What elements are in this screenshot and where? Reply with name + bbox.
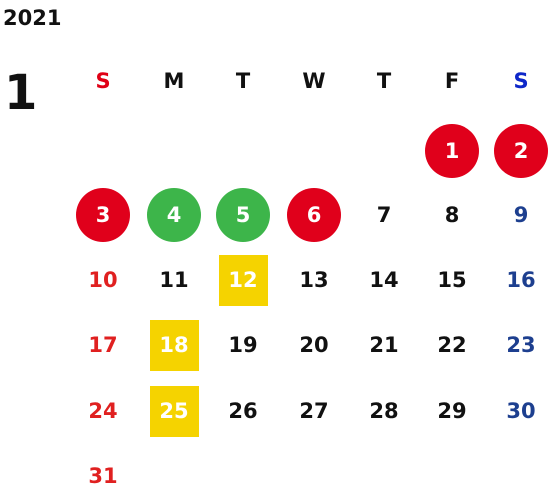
day-cell-9[interactable]: 9 [491, 189, 548, 241]
day-cell-14[interactable]: 14 [354, 254, 414, 306]
day-number: 10 [88, 268, 118, 292]
day-cell-25[interactable]: 25 [144, 385, 204, 437]
day-cell-6[interactable]: 6 [284, 188, 344, 242]
day-cell-16[interactable]: 16 [491, 254, 548, 306]
day-number: 27 [299, 399, 329, 423]
weekday-header-4: T [376, 69, 392, 93]
month-label: 1 [4, 65, 38, 121]
day-cell-15[interactable]: 15 [422, 254, 482, 306]
day-number: 3 [76, 188, 130, 242]
day-cell-1[interactable]: 1 [422, 124, 482, 178]
day-number: 18 [149, 319, 199, 371]
day-number: 19 [228, 333, 258, 357]
day-number: 26 [228, 399, 258, 423]
day-cell-24[interactable]: 24 [73, 385, 133, 437]
day-cell-28[interactable]: 28 [354, 385, 414, 437]
year-label: 2021 [3, 6, 62, 30]
day-cell-21[interactable]: 21 [354, 319, 414, 371]
day-cell-30[interactable]: 30 [491, 385, 548, 437]
day-number: 11 [159, 268, 189, 292]
weekday-header-1: M [163, 69, 185, 93]
day-cell-4[interactable]: 4 [144, 188, 204, 242]
day-number: 14 [369, 268, 399, 292]
day-number: 4 [147, 188, 201, 242]
day-number: 22 [437, 333, 467, 357]
day-cell-7[interactable]: 7 [354, 189, 414, 241]
weekday-header-2: T [235, 69, 251, 93]
day-number: 5 [216, 188, 270, 242]
day-number: 7 [376, 203, 392, 227]
weekday-header-3: W [302, 69, 326, 93]
weekday-header-6: S [513, 69, 529, 93]
day-cell-22[interactable]: 22 [422, 319, 482, 371]
day-cell-18[interactable]: 18 [144, 319, 204, 371]
weekday-header-0: S [95, 69, 111, 93]
day-number: 24 [88, 399, 118, 423]
day-number: 1 [425, 124, 479, 178]
day-cell-26[interactable]: 26 [213, 385, 273, 437]
day-number: 28 [369, 399, 399, 423]
day-cell-27[interactable]: 27 [284, 385, 344, 437]
day-number: 17 [88, 333, 118, 357]
day-cell-17[interactable]: 17 [73, 319, 133, 371]
day-cell-29[interactable]: 29 [422, 385, 482, 437]
day-number: 30 [506, 399, 536, 423]
day-number: 23 [506, 333, 536, 357]
day-cell-20[interactable]: 20 [284, 319, 344, 371]
day-number: 21 [369, 333, 399, 357]
weekday-header-5: F [444, 69, 460, 93]
day-number: 29 [437, 399, 467, 423]
day-number: 31 [88, 464, 118, 488]
day-cell-23[interactable]: 23 [491, 319, 548, 371]
day-cell-13[interactable]: 13 [284, 254, 344, 306]
day-number: 20 [299, 333, 329, 357]
day-number: 6 [287, 188, 341, 242]
day-cell-11[interactable]: 11 [144, 254, 204, 306]
day-number: 15 [437, 268, 467, 292]
day-number: 2 [494, 124, 548, 178]
day-number: 12 [218, 254, 268, 306]
day-number: 9 [513, 203, 529, 227]
day-cell-3[interactable]: 3 [73, 188, 133, 242]
day-cell-5[interactable]: 5 [213, 188, 273, 242]
day-cell-10[interactable]: 10 [73, 254, 133, 306]
day-number: 16 [506, 268, 536, 292]
day-cell-19[interactable]: 19 [213, 319, 273, 371]
day-cell-2[interactable]: 2 [491, 124, 548, 178]
day-cell-8[interactable]: 8 [422, 189, 482, 241]
day-cell-12[interactable]: 12 [213, 254, 273, 306]
day-cell-31[interactable]: 31 [73, 450, 133, 502]
day-number: 25 [149, 385, 199, 437]
day-number: 8 [444, 203, 460, 227]
day-number: 13 [299, 268, 329, 292]
